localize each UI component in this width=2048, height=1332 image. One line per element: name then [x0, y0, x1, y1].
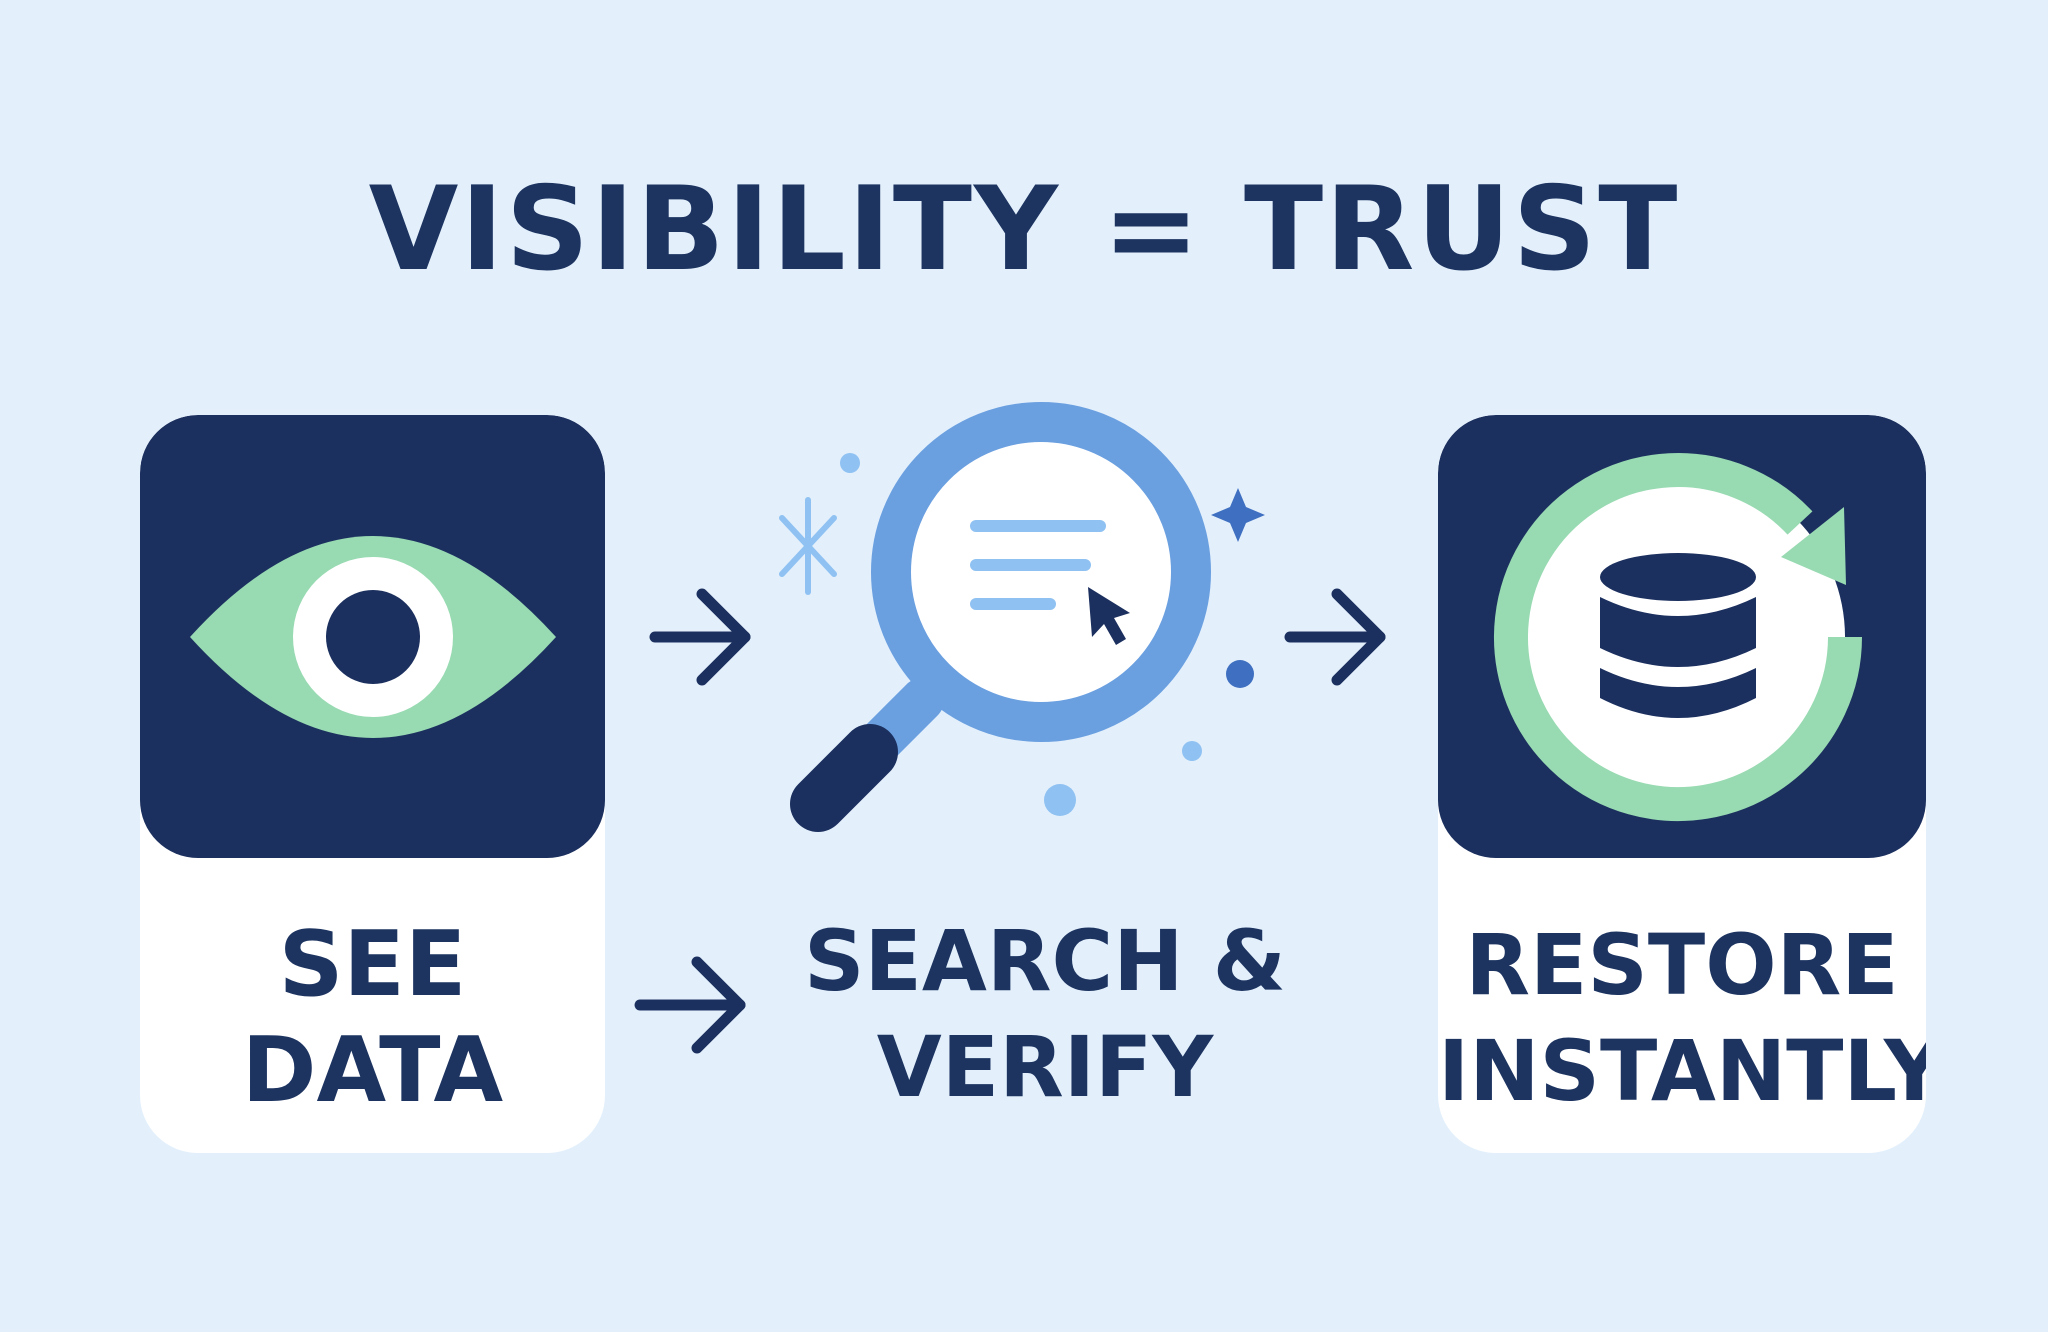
refresh-arrowhead-icon [1781, 507, 1846, 585]
step-label-line2: INSTANTLY [1438, 1022, 1926, 1120]
database-icon [1600, 553, 1756, 718]
arrow-right-icon [1284, 588, 1386, 686]
magnifier-icon [790, 402, 1211, 832]
step-label-line1: SEE [278, 912, 467, 1017]
step-label-line2: VERIFY [876, 1018, 1214, 1116]
sparkle-decoration-icon [779, 453, 1265, 816]
cursor-icon [1088, 587, 1130, 645]
step-label-search-verify: SEARCH & VERIFY [745, 908, 1345, 1120]
database-restore-icon [1494, 453, 1862, 821]
step-label-line2: DATA [241, 1018, 504, 1123]
arrow-right-icon [649, 588, 751, 686]
document-lines-icon [970, 520, 1106, 610]
step-label: SEE DATA [140, 912, 605, 1124]
eye-icon [190, 536, 556, 738]
step-label-line1: SEARCH & [803, 912, 1286, 1010]
page-title: VISIBILITY = TRUST [368, 162, 1680, 297]
step-label: RESTORE INSTANTLY [1438, 912, 1926, 1124]
arrow-right-icon [634, 956, 746, 1054]
step-label-line1: RESTORE [1465, 916, 1899, 1014]
